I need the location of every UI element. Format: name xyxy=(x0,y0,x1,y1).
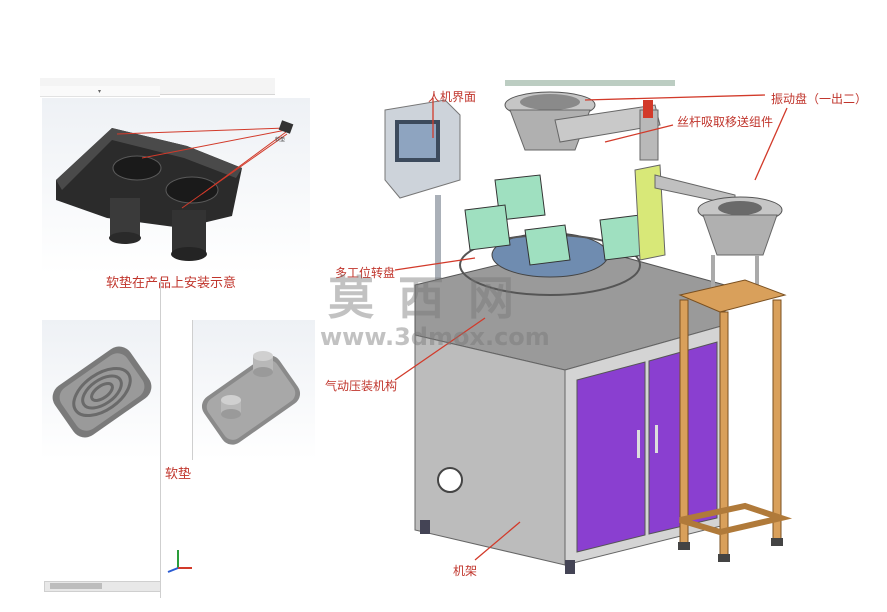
pad-top-view-pane xyxy=(42,320,160,460)
watermark-url: www.3dmox.com xyxy=(320,323,550,351)
label-hmi: 人机界面 xyxy=(428,90,477,104)
label-frame: 机架 xyxy=(453,564,478,578)
viewer-subtoolbar[interactable] xyxy=(40,86,160,97)
view-toolbar-icons xyxy=(505,80,675,86)
toolbar-dropdown-icon[interactable]: ▾ xyxy=(98,88,102,95)
horizontal-scrollbar[interactable] xyxy=(44,581,161,592)
pad-bottom-view-pane xyxy=(193,320,315,460)
label-vibration-bowl: 振动盘（一出二） xyxy=(771,92,868,106)
label-pneumatic-press: 气动压装机构 xyxy=(325,379,398,393)
soft-pad-bottom-render xyxy=(201,351,301,445)
pane-divider-2 xyxy=(192,320,193,460)
install-caption: 软垫在产品上安装示意 xyxy=(106,276,237,291)
pane-divider xyxy=(160,278,161,598)
small-part-label: 软垫 xyxy=(275,137,286,143)
install-view-pane xyxy=(42,98,310,274)
pad-caption: 软垫 xyxy=(165,467,192,482)
label-screw-rod: 丝杆吸取移送组件 xyxy=(677,115,774,129)
machine-render xyxy=(384,80,793,574)
soft-pad-top-render xyxy=(52,346,152,438)
base-part-render xyxy=(56,120,294,261)
coordinate-triad-icon xyxy=(167,550,192,573)
label-multi-station: 多工位转盘 xyxy=(335,266,396,280)
watermark-chinese: 莫 西 网 xyxy=(328,271,519,325)
scrollbar-thumb[interactable] xyxy=(50,583,102,589)
